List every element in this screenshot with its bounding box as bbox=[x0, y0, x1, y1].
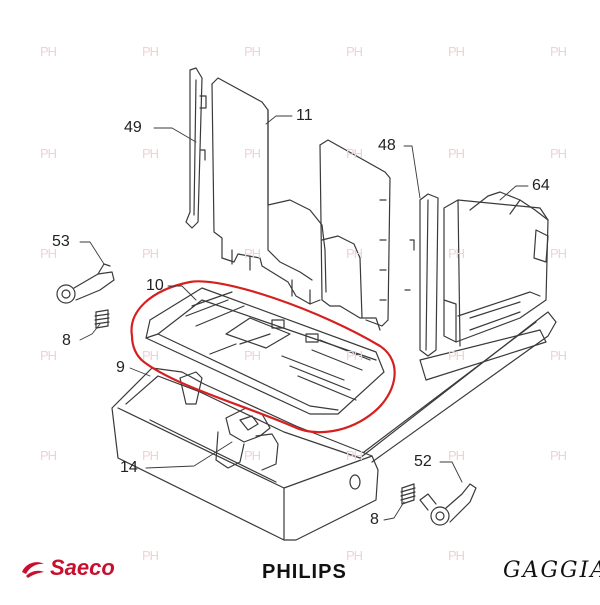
watermark-mark: PH bbox=[40, 448, 57, 463]
watermark-mark: PH bbox=[448, 448, 465, 463]
saeco-wordmark: Saeco bbox=[50, 555, 115, 580]
watermark-mark: PH bbox=[346, 548, 363, 563]
watermark-mark: PH bbox=[550, 246, 567, 261]
watermark-mark: PH bbox=[142, 44, 159, 59]
watermark-mark: PH bbox=[244, 44, 261, 59]
part-53-left-latch bbox=[56, 263, 115, 304]
callout-49: 49 bbox=[124, 119, 142, 136]
part-11-rear-panel bbox=[211, 77, 391, 331]
watermark-mark: PH bbox=[346, 348, 363, 363]
saeco-swoosh-icon bbox=[20, 558, 46, 578]
part-14-float bbox=[179, 371, 279, 471]
part-48-vertical-strip bbox=[404, 193, 439, 357]
saeco-logo: Saeco bbox=[20, 556, 115, 580]
callout-11: 11 bbox=[296, 107, 313, 124]
watermark-mark: PH bbox=[550, 448, 567, 463]
part-8-spring-right bbox=[400, 483, 416, 505]
callout-53: 53 bbox=[52, 233, 70, 250]
callout-8-right: 8 bbox=[370, 511, 379, 528]
callout-52: 52 bbox=[414, 453, 432, 470]
watermark-mark: PH bbox=[244, 348, 261, 363]
part-10-highlight-outline bbox=[130, 280, 396, 434]
part-64-container bbox=[443, 191, 549, 347]
philips-logo: PHILIPS bbox=[262, 561, 347, 583]
callout-8-left: 8 bbox=[62, 332, 71, 349]
watermark-mark: PH bbox=[40, 146, 57, 161]
watermark-mark: PH bbox=[142, 448, 159, 463]
watermark-mark: PH bbox=[346, 44, 363, 59]
watermark-mark: PH bbox=[244, 246, 261, 261]
watermark-mark: PH bbox=[448, 246, 465, 261]
watermark-mark: PH bbox=[244, 448, 261, 463]
watermark-mark: PH bbox=[448, 146, 465, 161]
callout-48: 48 bbox=[378, 137, 396, 154]
callout-10: 10 bbox=[146, 277, 164, 294]
watermark-mark: PH bbox=[346, 448, 363, 463]
part-10-drip-grid bbox=[145, 287, 385, 415]
watermark-mark: PH bbox=[142, 548, 159, 563]
watermark-mark: PH bbox=[142, 348, 159, 363]
gaggia-logo: GAGGIA bbox=[503, 558, 600, 583]
watermark-mark: PH bbox=[244, 146, 261, 161]
watermark-mark: PH bbox=[448, 44, 465, 59]
watermark-mark: PH bbox=[142, 146, 159, 161]
watermark-mark: PH bbox=[550, 348, 567, 363]
part-9-tray-base bbox=[111, 311, 557, 541]
callout-9: 9 bbox=[116, 359, 125, 376]
watermark-mark: PH bbox=[550, 44, 567, 59]
part-52-right-latch bbox=[419, 483, 477, 526]
callout-14: 14 bbox=[120, 459, 138, 476]
watermark-mark: PH bbox=[40, 44, 57, 59]
leader-lines bbox=[79, 115, 529, 521]
callout-64: 64 bbox=[532, 177, 550, 194]
watermark-mark: PH bbox=[448, 548, 465, 563]
watermark-mark: PH bbox=[40, 348, 57, 363]
watermark-mark: PH bbox=[142, 246, 159, 261]
watermark-mark: PH bbox=[346, 246, 363, 261]
watermark-mark: PH bbox=[346, 146, 363, 161]
watermark-mark: PH bbox=[448, 348, 465, 363]
watermark-mark: PH bbox=[40, 246, 57, 261]
watermark-mark: PH bbox=[550, 146, 567, 161]
part-8-spring-left bbox=[94, 309, 110, 329]
part-49-side-rail bbox=[185, 67, 207, 229]
